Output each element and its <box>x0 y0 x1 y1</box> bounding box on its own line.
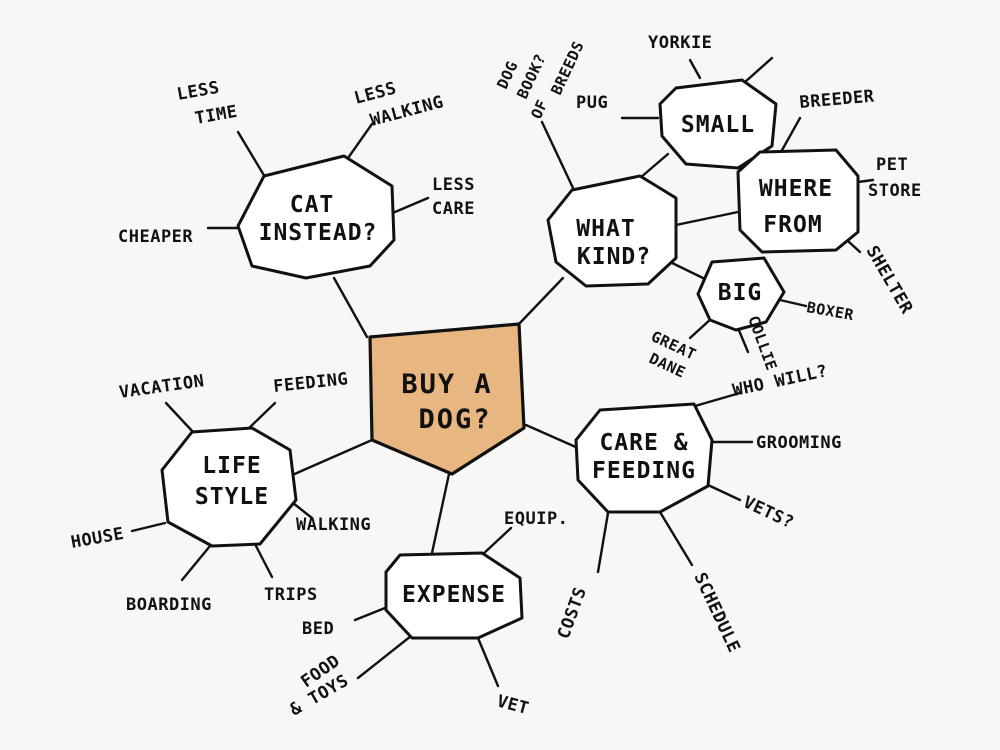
leaf-boxer: BOXER <box>805 298 856 324</box>
leaf-vet: VET <box>495 692 531 720</box>
lifestyle-line2: STYLE <box>195 484 269 510</box>
expense-node-shape <box>384 551 524 640</box>
leaf-breeder: BREEDER <box>799 86 876 112</box>
center-node-line1: BUY A <box>401 369 492 400</box>
center-node-shape <box>368 322 526 476</box>
small-node: SMALL <box>658 78 778 170</box>
leaf-of-breeds-1: OF <box>527 97 551 122</box>
leaf-pug: PUG <box>576 93 608 113</box>
center-node: BUY A DOG? <box>368 322 526 476</box>
leaf-less-time-2: TIME <box>193 102 239 129</box>
leaf-cheaper: CHEAPER <box>118 227 193 247</box>
care-feeding-line1: CARE & <box>599 430 688 456</box>
expense-node: EXPENSE <box>384 551 524 640</box>
leaf-less-time-1: LESS <box>175 78 221 105</box>
cat-instead-line2: INSTEAD? <box>259 220 378 246</box>
edge-lifestyle-trips <box>254 544 274 579</box>
where-from-line1: WHERE <box>759 176 833 202</box>
expense-label: EXPENSE <box>402 582 506 608</box>
edge-cat-lesstime <box>236 130 267 179</box>
edge-big-collie <box>736 326 750 354</box>
big-label: BIG <box>718 280 763 306</box>
what-kind-line1: WHAT <box>576 216 635 242</box>
leaf-vacation: VACATION <box>118 371 206 403</box>
big-node: BIG <box>696 256 786 332</box>
edge-cat-lesswalking <box>346 122 374 160</box>
leaf-costs: COSTS <box>554 584 591 641</box>
edge-center-expense <box>430 472 451 555</box>
edge-cat-lesscare <box>393 196 430 214</box>
leaf-feeding: FEEDING <box>272 369 349 397</box>
edge-care-whowill <box>693 391 742 408</box>
leaf-less-care-2: CARE <box>432 199 475 219</box>
edge-care-schedule <box>658 510 694 567</box>
edge-whatkind-wherefrom <box>674 210 740 227</box>
edge-care-vets <box>706 483 742 502</box>
lifestyle-node: LIFE STYLE <box>160 426 298 548</box>
care-feeding-line2: FEEDING <box>592 458 696 484</box>
edge-lifestyle-feeding <box>245 401 277 432</box>
leaf-pet-store-2: STORE <box>868 181 922 201</box>
edge-whatkind-small <box>638 152 670 180</box>
what-kind-node: WHAT KIND? <box>546 174 678 288</box>
edge-expense-vet <box>476 636 500 688</box>
leaf-trips: TRIPS <box>264 585 318 605</box>
leaf-pet-store-1: PET <box>876 155 908 175</box>
edge-wherefrom-breeder <box>779 116 802 154</box>
care-feeding-node-shape <box>574 402 714 514</box>
cat-instead-node-shape <box>236 154 396 280</box>
lifestyle-line1: LIFE <box>202 453 261 479</box>
edge-care-costs <box>596 511 610 574</box>
care-feeding-node: CARE & FEEDING <box>574 402 714 514</box>
edge-center-lifestyle <box>288 438 374 478</box>
cat-instead-node: CAT INSTEAD? <box>236 154 396 280</box>
edge-expense-equip <box>480 526 513 557</box>
leaf-of-breeds-2: BREEDS <box>547 38 587 97</box>
edge-lifestyle-vacation <box>164 401 196 435</box>
what-kind-line2: KIND? <box>577 244 651 270</box>
lifestyle-node-shape <box>160 426 298 548</box>
edge-lifestyle-walking <box>291 501 314 520</box>
small-label: SMALL <box>681 112 755 138</box>
where-from-node-shape <box>736 148 860 254</box>
small-node-shape <box>658 78 778 170</box>
leaf-collie: COLLIE <box>744 313 780 373</box>
leaf-boarding: BOARDING <box>126 595 212 615</box>
leaf-grooming: GROOMING <box>756 433 842 453</box>
edge-big-boxer <box>778 298 808 308</box>
edge-small-yorkie <box>688 58 702 80</box>
leaf-house: HOUSE <box>69 524 125 553</box>
edge-expense-food <box>356 634 413 680</box>
leaf-dog-book-2: BOOK? <box>513 51 549 102</box>
what-kind-node-shape <box>546 174 678 288</box>
edge-center-whatkind <box>516 276 565 327</box>
edge-big-greatdane <box>688 316 714 340</box>
leaf-who-will: WHO WILL? <box>731 361 830 401</box>
leaf-shelter: SHELTER <box>862 243 917 318</box>
edge-center-care <box>524 423 580 450</box>
where-from-line2: FROM <box>763 212 822 238</box>
leaf-vets: VETS? <box>740 492 797 533</box>
edge-center-cat <box>332 276 369 339</box>
edge-lifestyle-house <box>130 521 167 533</box>
leaf-walking: WALKING <box>296 515 371 535</box>
edge-wherefrom-petstore <box>856 178 875 184</box>
leaf-yorkie: YORKIE <box>648 33 712 53</box>
leaf-bed: BED <box>302 619 334 639</box>
leaf-schedule: SCHEDULE <box>689 570 743 656</box>
connections <box>130 56 875 688</box>
edge-lifestyle-boarding <box>180 544 212 582</box>
edge-expense-bed <box>353 606 387 622</box>
leaf-less-care-1: LESS <box>432 175 475 195</box>
center-node-line2: DOG? <box>418 404 491 435</box>
edge-small-right <box>743 56 774 84</box>
leaf-equip: EQUIP. <box>504 509 568 529</box>
edge-whatkind-dogbook <box>540 120 575 190</box>
big-node-shape <box>696 256 786 332</box>
cat-instead-line1: CAT <box>290 192 335 218</box>
where-from-node: WHERE FROM <box>736 148 860 254</box>
